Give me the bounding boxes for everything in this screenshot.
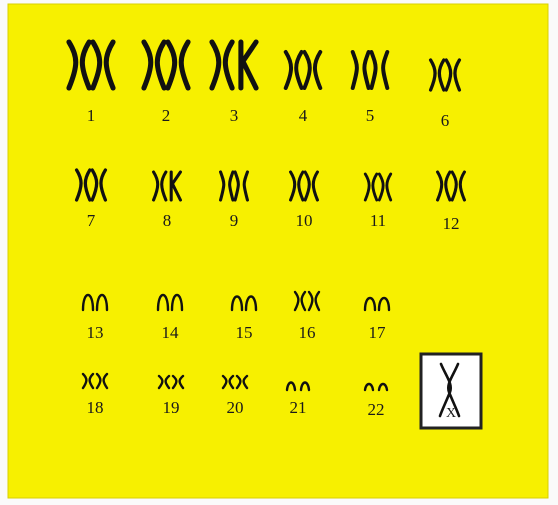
pair-label-5: 5 (366, 106, 375, 125)
pair-label-12: 12 (443, 214, 460, 233)
pair-label-14: 14 (162, 323, 180, 342)
x-chromosome-label: X (446, 406, 456, 421)
pair-label-10: 10 (296, 211, 313, 230)
pair-label-11: 11 (370, 211, 386, 230)
pair-label-13: 13 (87, 323, 104, 342)
pair-label-3: 3 (230, 106, 239, 125)
pair-label-18: 18 (87, 398, 104, 417)
pair-label-21: 21 (290, 398, 307, 417)
pair-label-17: 17 (369, 323, 387, 342)
pair-label-4: 4 (299, 106, 308, 125)
pair-label-22: 22 (368, 400, 385, 419)
pair-label-9: 9 (230, 211, 239, 230)
pair-label-20: 20 (227, 398, 244, 417)
pair-label-1: 1 (87, 106, 96, 125)
pair-label-16: 16 (299, 323, 316, 342)
pair-label-7: 7 (87, 211, 96, 230)
pair-label-19: 19 (163, 398, 180, 417)
pair-label-6: 6 (441, 111, 450, 130)
pair-label-8: 8 (163, 211, 172, 230)
pair-label-15: 15 (236, 323, 253, 342)
pair-label-2: 2 (162, 106, 171, 125)
x-chromosome-box: X (421, 354, 481, 428)
